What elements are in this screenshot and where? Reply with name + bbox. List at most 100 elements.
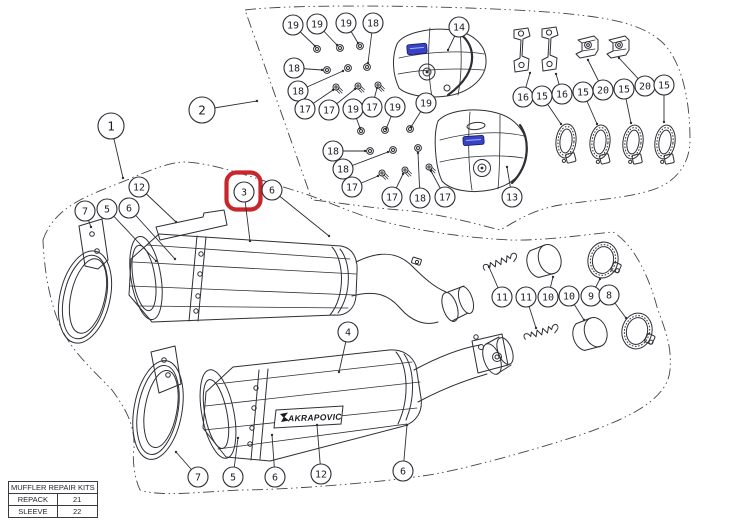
- sleeve-10: [568, 313, 612, 355]
- worm-clamp-15: [587, 123, 615, 166]
- balloon-19[interactable]: [384, 96, 406, 118]
- balloon-19[interactable]: [415, 92, 437, 114]
- kit-number: 22: [56, 505, 98, 518]
- balloon-5[interactable]: [222, 466, 244, 488]
- balloon-label: 4: [345, 328, 351, 339]
- balloon-18[interactable]: [283, 57, 305, 79]
- balloon-19[interactable]: [306, 13, 328, 35]
- balloon-10[interactable]: [537, 286, 559, 308]
- balloon-label: 17: [299, 105, 311, 116]
- akrapovic-badge: [462, 134, 485, 146]
- balloon-label: 19: [340, 19, 352, 30]
- balloon-12[interactable]: [310, 463, 332, 485]
- balloon-label: 13: [506, 193, 518, 204]
- muffler-repair-kits-table: MUFFLER REPAIR KITS REPACK 21 SLEEVE 22: [8, 481, 98, 518]
- balloon-11[interactable]: [491, 286, 513, 308]
- balloon-3[interactable]: [233, 181, 255, 203]
- balloon-label: 20: [597, 86, 609, 97]
- balloon-18[interactable]: [362, 12, 384, 34]
- balloon-label: 6: [272, 473, 278, 484]
- balloon-label: 8: [606, 291, 612, 302]
- balloon-label: 18: [327, 147, 339, 158]
- sleeve-10: [522, 240, 566, 282]
- balloon-13[interactable]: [501, 186, 523, 208]
- balloon-17[interactable]: [341, 176, 363, 198]
- balloon-label: 18: [367, 19, 379, 30]
- balloon-6[interactable]: [118, 197, 140, 219]
- balloon-label: 5: [230, 473, 236, 484]
- balloon-label: 6: [400, 467, 406, 478]
- balloon-7[interactable]: [187, 466, 209, 488]
- balloon-17[interactable]: [361, 96, 383, 118]
- balloon-7[interactable]: [74, 200, 96, 222]
- balloon-4[interactable]: [337, 321, 359, 343]
- balloon-19[interactable]: [282, 14, 304, 36]
- balloon-12[interactable]: [128, 176, 150, 198]
- balloon-label: 10: [563, 292, 575, 303]
- worm-clamp-15: [619, 123, 648, 167]
- balloon-label: 19: [347, 105, 359, 116]
- balloon-label: 19: [311, 20, 323, 31]
- spring-11: [522, 323, 560, 343]
- balloon-15[interactable]: [613, 78, 635, 100]
- balloon-label: 19: [420, 99, 432, 110]
- balloon-17[interactable]: [381, 186, 403, 208]
- bracket-strip-12: [155, 209, 228, 241]
- balloon-label: 1: [107, 119, 115, 134]
- balloon-6[interactable]: [264, 466, 286, 488]
- balloon-label: 14: [453, 23, 465, 34]
- clamp-ring-7-lower: [132, 345, 184, 460]
- balloon-17[interactable]: [318, 99, 340, 121]
- worm-clamp-15: [553, 122, 581, 165]
- balloon-6[interactable]: [261, 179, 283, 201]
- balloon-10[interactable]: [558, 285, 580, 307]
- balloon-8[interactable]: [598, 284, 620, 306]
- balloon-6[interactable]: [392, 460, 414, 482]
- balloon-15[interactable]: [653, 74, 675, 96]
- balloon-1[interactable]: [97, 112, 125, 140]
- balloon-17[interactable]: [434, 186, 456, 208]
- balloon-18[interactable]: [322, 140, 344, 162]
- heat-shield-13: [434, 109, 528, 193]
- balloon-label: 15: [618, 85, 630, 96]
- balloon-label: 15: [536, 92, 548, 103]
- balloon-label: 17: [346, 183, 358, 194]
- balloon-18[interactable]: [332, 158, 354, 180]
- clip-20: [575, 35, 599, 59]
- highlight-ring-part-3: [224, 170, 263, 212]
- balloon-label: 3: [241, 188, 247, 199]
- balloon-label: 19: [389, 103, 401, 114]
- balloon-label: 12: [315, 470, 327, 481]
- balloon-18[interactable]: [287, 80, 309, 102]
- balloon-label: 7: [195, 473, 201, 484]
- balloon-label: 17: [386, 193, 398, 204]
- balloon-20[interactable]: [592, 79, 614, 101]
- balloon-18[interactable]: [409, 187, 431, 209]
- balloon-label: 16: [517, 93, 529, 104]
- table-title: MUFFLER REPAIR KITS: [8, 481, 98, 494]
- balloon-2[interactable]: [188, 96, 216, 124]
- balloon-19[interactable]: [335, 12, 357, 34]
- balloon-label: 15: [577, 88, 589, 99]
- balloon-11[interactable]: [515, 286, 537, 308]
- balloon-label: 20: [639, 82, 651, 93]
- balloon-17[interactable]: [294, 98, 316, 120]
- table-row: SLEEVE 22: [8, 505, 98, 518]
- table-row: REPACK 21: [8, 493, 98, 506]
- muffler-4-assembly: AKRAPOVIC: [199, 333, 514, 462]
- balloon-label: 16: [556, 90, 568, 101]
- balloon-label: 9: [588, 292, 594, 303]
- balloon-label: 19: [287, 21, 299, 32]
- brand-label: AKRAPOVIC: [287, 412, 343, 424]
- balloon-16[interactable]: [551, 83, 573, 105]
- balloon-5[interactable]: [96, 198, 118, 220]
- balloon-label: 6: [269, 186, 275, 197]
- balloon-14[interactable]: [448, 16, 470, 38]
- spring-11: [481, 251, 519, 274]
- balloon-label: 11: [520, 293, 532, 304]
- akrapovic-badge: [406, 42, 428, 56]
- kit-name: SLEEVE: [8, 505, 58, 518]
- balloon-label: 6: [126, 204, 132, 215]
- kit-name: REPACK: [8, 493, 58, 506]
- akrapovic-logo-sticker: AKRAPOVIC: [273, 405, 344, 429]
